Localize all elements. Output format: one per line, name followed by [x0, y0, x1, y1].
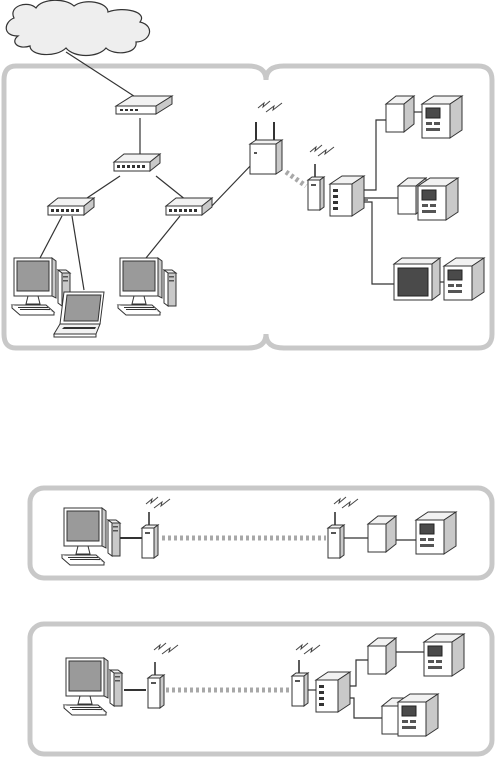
equipment-icon [418, 178, 458, 220]
radio-waves-icon [310, 145, 334, 156]
desktop-pc-icon [118, 258, 176, 315]
switching-hub-left-icon [48, 198, 94, 215]
wireless-adapter-icon [292, 660, 308, 706]
desktop-pc-icon [12, 258, 70, 315]
radio-waves-icon [154, 643, 178, 654]
radio-waves-icon [146, 497, 170, 508]
small-device-icon [368, 516, 396, 552]
broadband-router-icon [116, 96, 172, 114]
desktop-pc-icon [64, 658, 122, 715]
ethernet-hub-icon [330, 176, 364, 216]
desktop-pc-icon [62, 508, 120, 565]
radio-waves-icon [258, 101, 282, 112]
wireless-adapter-icon [148, 662, 164, 708]
internet-cloud-icon [6, 0, 149, 55]
radio-waves-icon [296, 643, 320, 654]
ethernet-hub-icon [316, 672, 350, 712]
wireless-access-point-icon [250, 122, 282, 174]
wireless-adapter-icon [308, 164, 324, 210]
switching-hub-right-icon [166, 198, 212, 215]
core-switch-icon [114, 154, 160, 171]
wireless-link [286, 172, 306, 186]
wireless-adapter-icon [142, 512, 158, 558]
small-device-icon [368, 638, 396, 674]
equipment-icon [424, 634, 464, 676]
small-device-icon [386, 96, 414, 132]
lan-cabling [40, 52, 446, 290]
equipment-icon [398, 694, 438, 736]
equipment-icon [422, 96, 462, 138]
monitor-station-icon [394, 258, 440, 300]
wireless-adapter-icon [328, 512, 344, 558]
radio-waves-icon [334, 497, 358, 508]
equipment-icon [444, 258, 484, 300]
equipment-icon [416, 512, 456, 554]
